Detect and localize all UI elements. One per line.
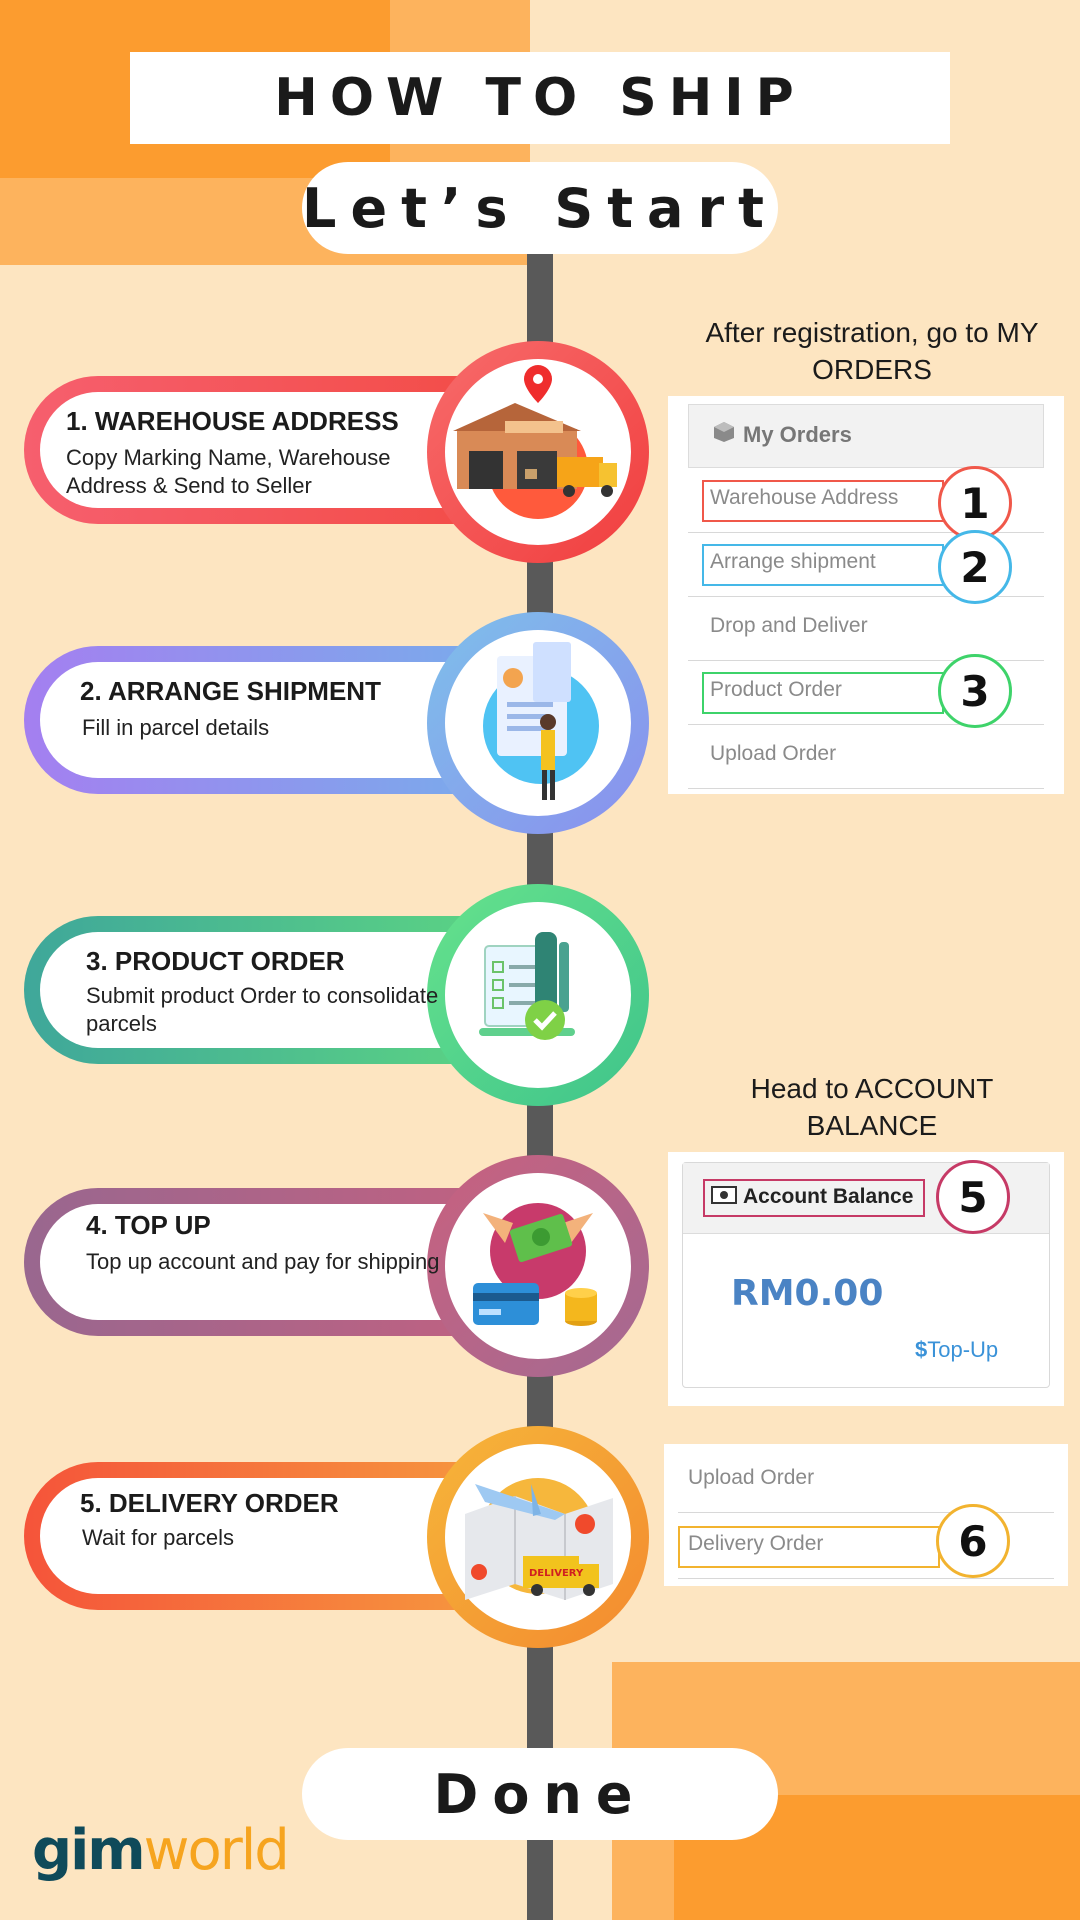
step-4-title: 4. TOP UP	[86, 1210, 211, 1240]
account-balance-panel: Account Balance RM0.00 $Top-Up 5	[668, 1152, 1064, 1406]
row-label: Upload Order	[710, 742, 837, 765]
highlight-box	[703, 1179, 925, 1217]
step-5-title: 5. DELIVERY ORDER	[80, 1488, 339, 1518]
start-label: Let’s Start	[302, 176, 778, 240]
step-4-ring	[427, 1155, 649, 1377]
row-label: Product Order	[710, 678, 842, 701]
step-badge-3: 3	[938, 654, 1012, 728]
order-row-upload[interactable]: Upload Order	[688, 724, 1044, 789]
step-2-title: 2. ARRANGE SHIPMENT	[80, 676, 381, 706]
step-5-ring: DELIVERY	[427, 1426, 649, 1648]
step-1-ring	[427, 341, 649, 563]
form-person-icon	[445, 630, 631, 816]
step-badge-6: 6	[936, 1504, 1010, 1578]
my-orders-panel: My Orders Warehouse Address Arrange ship…	[668, 396, 1064, 794]
step-3-title: 3. PRODUCT ORDER	[86, 946, 345, 976]
step-2-desc: Fill in parcel details	[82, 715, 270, 740]
balance-note: Head to ACCOUNT BALANCE	[750, 1073, 994, 1141]
logo-gim: gim	[32, 1818, 146, 1883]
title-banner: HOW TO SHIP	[130, 52, 950, 144]
topup-label: Top-Up	[927, 1337, 999, 1362]
my-orders-title: My Orders	[743, 422, 852, 447]
step-3-ring	[427, 884, 649, 1106]
row-label: Delivery Order	[688, 1532, 824, 1555]
step-5-desc: Wait for parcels	[82, 1525, 235, 1550]
row-label: Upload Order	[688, 1466, 815, 1489]
step-4-desc: Top up account and pay for shipping	[86, 1249, 440, 1274]
step-2-ring	[427, 612, 649, 834]
done-label: Done	[433, 1762, 647, 1826]
done-pill: Done	[302, 1748, 778, 1840]
delivery-row-upload[interactable]: Upload Order	[678, 1448, 1054, 1513]
cash-icon	[711, 1186, 737, 1204]
step-3-desc: Submit product Order to consolidate parc…	[86, 983, 439, 1036]
row-label: Drop and Deliver	[710, 614, 868, 637]
dollar-icon: $	[915, 1337, 928, 1362]
page-title: HOW TO SHIP	[274, 68, 806, 128]
step-badge-2: 2	[938, 530, 1012, 604]
row-label: Warehouse Address	[710, 486, 899, 509]
delivery-map-icon: DELIVERY	[445, 1444, 631, 1630]
svg-text:DELIVERY: DELIVERY	[529, 1568, 584, 1579]
warehouse-icon	[445, 359, 631, 545]
my-orders-header: My Orders	[688, 404, 1044, 468]
row-label: Arrange shipment	[710, 550, 876, 573]
balance-amount: RM0.00	[731, 1273, 884, 1314]
step-1-desc: Copy Marking Name, Warehouse Address & S…	[66, 445, 391, 498]
order-row-drop[interactable]: Drop and Deliver	[688, 596, 1044, 661]
logo-world: world	[143, 1818, 290, 1883]
delivery-panel: Upload Order Delivery Order 6	[664, 1444, 1068, 1586]
step-badge-1: 1	[938, 466, 1012, 540]
balance-title: Account Balance	[743, 1185, 914, 1208]
orders-note: After registration, go to MY ORDERS	[705, 317, 1039, 385]
gimworld-logo: gimworld	[32, 1818, 290, 1883]
start-pill: Let’s Start	[302, 162, 778, 254]
step-1-title: 1. WAREHOUSE ADDRESS	[66, 406, 399, 436]
box-icon	[713, 421, 735, 443]
checklist-icon	[445, 902, 631, 1088]
topup-link[interactable]: $Top-Up	[915, 1337, 998, 1363]
step-badge-5: 5	[936, 1160, 1010, 1234]
payment-icon	[445, 1173, 631, 1359]
